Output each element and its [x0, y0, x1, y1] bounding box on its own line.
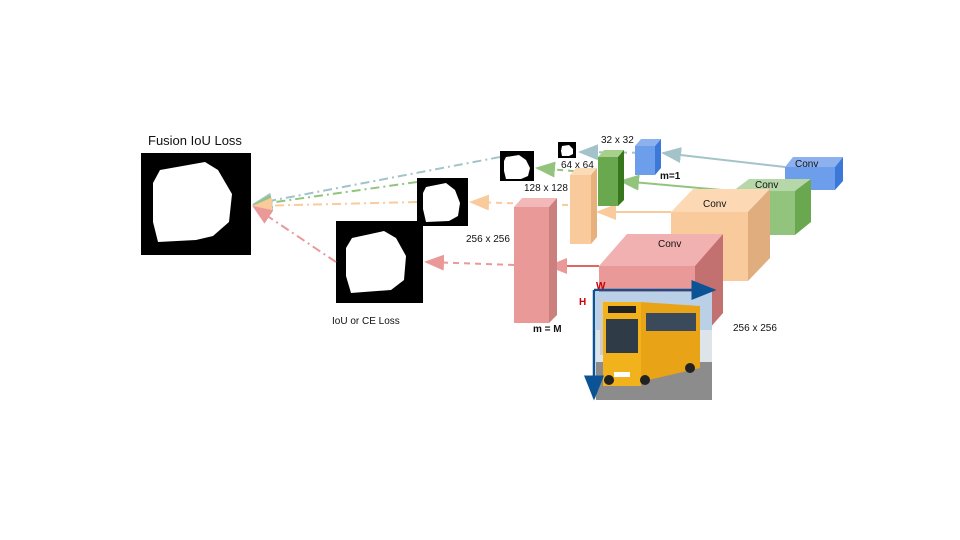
fusion-loss-title: Fusion IoU Loss — [148, 133, 242, 148]
fusion-mask — [141, 153, 251, 255]
size-label-64: 64 x 64 — [561, 160, 594, 171]
mask-32 — [558, 142, 576, 158]
side-block-256 — [514, 198, 557, 323]
m-last-label: m = M — [533, 324, 562, 335]
axis-w-label: W — [596, 281, 606, 292]
size-label-256-left: 256 x 256 — [466, 234, 510, 245]
conv-label-2: Conv — [755, 180, 778, 191]
axis-frame — [584, 280, 717, 401]
side-loss-label: IoU or CE Loss — [332, 316, 400, 327]
mask-256 — [336, 221, 423, 303]
size-label-256-right: 256 x 256 — [733, 323, 777, 334]
conv-label-4: Conv — [658, 239, 681, 250]
size-label-32: 32 x 32 — [601, 135, 634, 146]
mask-128 — [417, 178, 468, 226]
conv-label-3: Conv — [703, 199, 726, 210]
conv-label-1: Conv — [795, 159, 818, 170]
side-block-32 — [635, 139, 661, 175]
fusion-arrows — [252, 156, 501, 263]
bus-photo — [596, 292, 712, 400]
m-first-label: m=1 — [660, 171, 681, 182]
mask-64 — [500, 151, 534, 181]
side-block-64 — [598, 150, 624, 206]
axis-h-label: H — [579, 297, 586, 308]
size-label-128: 128 x 128 — [524, 183, 568, 194]
side-block-128 — [570, 168, 597, 244]
